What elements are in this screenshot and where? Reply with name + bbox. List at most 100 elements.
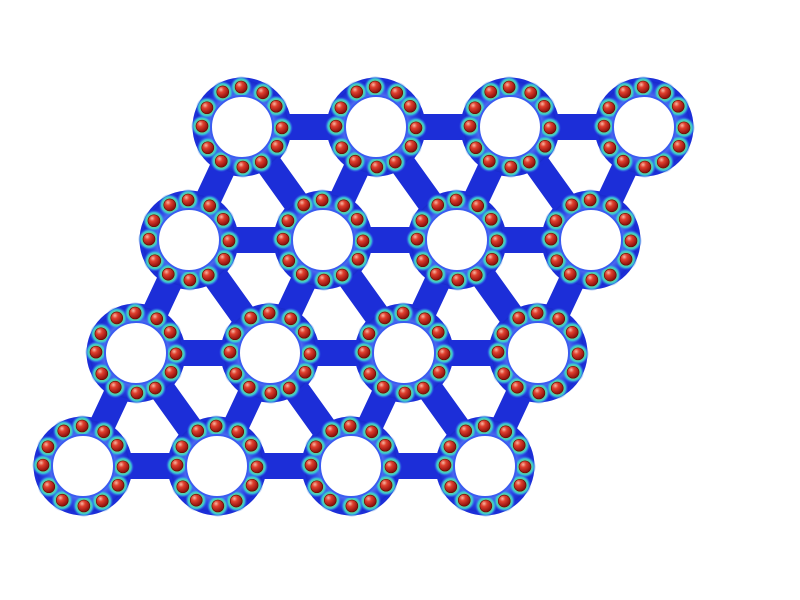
atom-sphere	[211, 499, 225, 513]
atom-sphere	[543, 121, 557, 135]
atom-sphere	[624, 234, 638, 248]
ring-pore	[425, 208, 489, 272]
atom-sphere	[242, 380, 256, 394]
atom-sphere	[337, 199, 351, 213]
atom-sphere	[403, 99, 417, 113]
atom-sphere	[142, 232, 156, 246]
ring-pore	[319, 434, 383, 498]
atom-sphere	[229, 494, 243, 508]
atom-sphere	[244, 438, 258, 452]
atom-sphere	[329, 119, 343, 133]
atom-sphere	[416, 254, 430, 268]
atom-sphere	[603, 141, 617, 155]
atom-sphere	[262, 306, 276, 320]
atom-sphere	[463, 119, 477, 133]
atom-sphere	[404, 139, 418, 153]
atom-sphere	[181, 193, 195, 207]
atom-sphere	[275, 121, 289, 135]
atom-sphere	[169, 347, 183, 361]
atom-sphere	[459, 424, 473, 438]
atom-sphere	[334, 101, 348, 115]
atom-sphere	[636, 80, 650, 94]
atom-sphere	[295, 267, 309, 281]
atom-sphere	[222, 234, 236, 248]
atom-sphere	[563, 267, 577, 281]
atom-sphere	[370, 160, 384, 174]
atom-sphere	[497, 367, 511, 381]
atom-sphere	[175, 440, 189, 454]
ring-unit	[138, 189, 240, 291]
ring-unit	[353, 302, 455, 404]
atom-sphere	[677, 121, 691, 135]
atom-sphere	[605, 199, 619, 213]
atom-sphere	[304, 458, 318, 472]
atom-sphere	[390, 86, 404, 100]
atom-sphere	[444, 480, 458, 494]
ring-pore	[559, 208, 623, 272]
atom-sphere	[451, 273, 465, 287]
atom-sphere	[264, 386, 278, 400]
atom-sphere	[431, 198, 445, 212]
atom-sphere	[416, 381, 430, 395]
atom-sphere	[310, 480, 324, 494]
ring-pore	[291, 208, 355, 272]
atom-sphere	[303, 347, 317, 361]
ring-pore	[344, 95, 408, 159]
atom-sphere	[499, 425, 513, 439]
atom-sphere	[585, 273, 599, 287]
ring-pore	[185, 434, 249, 498]
atom-sphere	[150, 312, 164, 326]
atom-sphere	[479, 499, 493, 513]
atom-sphere	[236, 160, 250, 174]
atom-sphere	[603, 268, 617, 282]
ring-pore	[506, 321, 570, 385]
atom-sphere	[254, 155, 268, 169]
atom-sphere	[245, 478, 259, 492]
atom-sphere	[200, 101, 214, 115]
atom-sphere	[95, 367, 109, 381]
atom-sphere	[36, 458, 50, 472]
ring-unit	[191, 76, 293, 178]
atom-sphere	[189, 493, 203, 507]
atom-sphere	[384, 460, 398, 474]
atom-sphere	[269, 99, 283, 113]
atom-sphere	[537, 99, 551, 113]
atom-sphere	[597, 119, 611, 133]
atom-sphere	[656, 155, 670, 169]
atom-sphere	[566, 365, 580, 379]
atom-sphere	[234, 80, 248, 94]
atom-sphere	[147, 214, 161, 228]
atom-sphere	[398, 386, 412, 400]
atom-sphere	[376, 380, 390, 394]
ring-pore	[612, 95, 676, 159]
atom-sphere	[552, 312, 566, 326]
atom-sphere	[335, 268, 349, 282]
atom-sphere	[471, 199, 485, 213]
atom-sphere	[216, 85, 230, 99]
ring-unit	[406, 189, 508, 291]
atom-sphere	[457, 493, 471, 507]
atom-sphere	[502, 80, 516, 94]
atom-sphere	[618, 85, 632, 99]
atom-sphere	[368, 80, 382, 94]
atom-sphere	[284, 312, 298, 326]
atom-sphere	[429, 267, 443, 281]
atom-sphere	[297, 198, 311, 212]
atom-sphere	[378, 438, 392, 452]
atom-sphere	[583, 193, 597, 207]
atom-sphere	[432, 365, 446, 379]
atom-sphere	[209, 419, 223, 433]
atom-sphere	[618, 212, 632, 226]
ring-unit	[272, 189, 374, 291]
atom-sphere	[323, 493, 337, 507]
ring-pore	[157, 208, 221, 272]
atom-sphere	[309, 440, 323, 454]
atom-sphere	[658, 86, 672, 100]
atom-sphere	[565, 325, 579, 339]
atom-sphere	[350, 212, 364, 226]
atom-sphere	[409, 121, 423, 135]
atom-sphere	[671, 99, 685, 113]
atom-sphere	[672, 139, 686, 153]
atom-sphere	[530, 306, 544, 320]
